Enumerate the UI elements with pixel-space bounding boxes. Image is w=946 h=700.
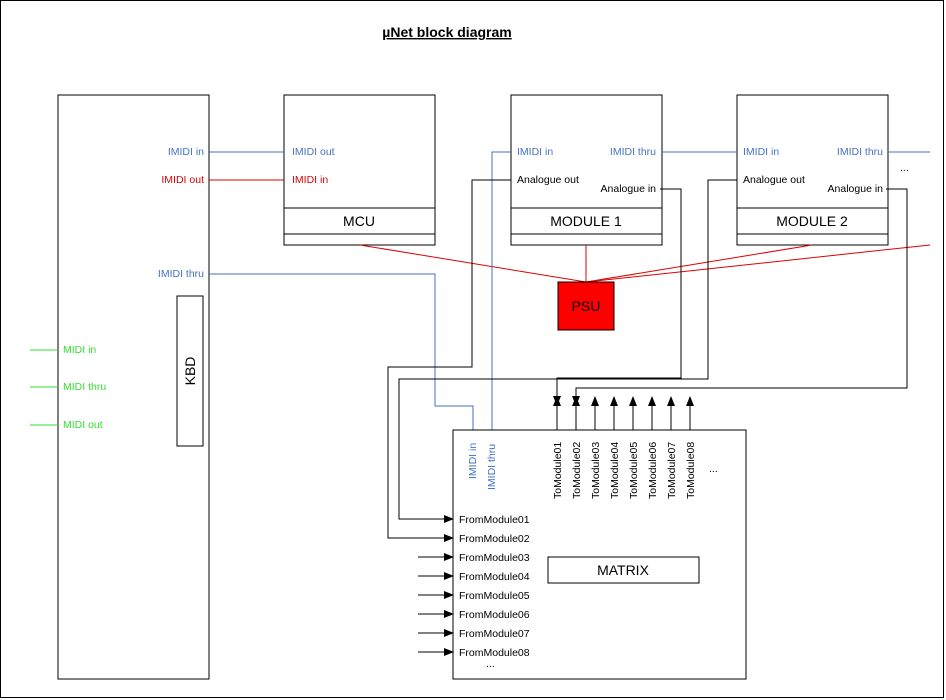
from-module03-label: FromModule03 [459, 552, 530, 564]
kbd-box [176, 295, 204, 447]
module2-analogue-out-label: Analogue out [743, 174, 805, 186]
module2-imidi-in-label: IMIDI in [743, 146, 779, 158]
matrix-imidi-in-label: IMIDI in [467, 443, 479, 479]
from-module02-label: FromModule02 [459, 533, 530, 545]
module1-label-box [510, 207, 663, 235]
from-module01-label: FromModule01 [459, 514, 530, 526]
to-module06-label: ToModule06 [647, 442, 659, 499]
power-line-more [585, 244, 931, 283]
midi-in-label: MIDI in [63, 344, 96, 356]
psu-label: PSU [572, 298, 601, 314]
module1-analogue-out-label: Analogue out [517, 174, 579, 186]
wire-m1-analogue-out [387, 179, 511, 542]
to-module04-label: ToModule04 [609, 442, 621, 499]
mcu-imidi-in-label: IMIDI in [292, 174, 328, 186]
module1-imidi-thru-label: IMIDI thru [610, 146, 656, 158]
module2-imidi-thru-label: IMIDI thru [837, 146, 883, 158]
wire-m1-analogue-in [553, 188, 682, 406]
to-module01-label: ToModule01 [552, 442, 564, 499]
kbd-imidi-out-label: IMIDI out [161, 174, 204, 186]
mcu-label-box [283, 207, 436, 235]
more-modules-ellipsis: ... [900, 162, 909, 174]
wire-imidi-matrix-thru-to-m1 [491, 151, 511, 430]
power-line-mcu [359, 244, 587, 283]
module1-label: MODULE 1 [550, 213, 622, 229]
to-module02-label: ToModule02 [571, 442, 583, 499]
matrix-imidi-thru-label: IMIDI thru [486, 444, 498, 490]
module2-label-box [736, 207, 889, 235]
kbd-label: KBD [182, 357, 198, 386]
diagram-title: µNet block diagram [382, 24, 511, 40]
to-module05-label: ToModule05 [628, 442, 640, 499]
from-module07-label: FromModule07 [459, 628, 530, 640]
wire-imidi-kbd-thru-to-matrix [209, 273, 474, 430]
module2-label: MODULE 2 [776, 213, 848, 229]
midi-out-label: MIDI out [63, 419, 103, 431]
mcu-imidi-out-label: IMIDI out [292, 146, 335, 158]
psu-block [557, 281, 615, 331]
to-module-more: ... [709, 463, 718, 475]
midi-thru-label: MIDI thru [63, 381, 106, 393]
matrix-block [452, 429, 747, 680]
wire-m2-analogue-in [572, 188, 908, 406]
from-module06-label: FromModule06 [459, 609, 530, 621]
kbd-imidi-in-label: IMIDI in [168, 146, 204, 158]
to-module08-label: ToModule08 [685, 442, 697, 499]
to-module03-label: ToModule03 [590, 442, 602, 499]
from-module04-label: FromModule04 [459, 571, 530, 583]
power-line-module2 [585, 244, 813, 283]
module1-analogue-in-label: Analogue in [601, 183, 657, 195]
wire-m2-analogue-out [398, 179, 737, 523]
to-module07-label: ToModule07 [666, 442, 678, 499]
from-module08-label: FromModule08 [459, 647, 530, 659]
from-module05-label: FromModule05 [459, 590, 530, 602]
module1-imidi-in-label: IMIDI in [517, 146, 553, 158]
kbd-imidi-thru-label: IMIDI thru [158, 268, 204, 280]
matrix-label-box [547, 556, 700, 584]
from-module-more: ... [486, 658, 495, 670]
mcu-label: MCU [343, 213, 375, 229]
module2-analogue-in-label: Analogue in [828, 183, 884, 195]
matrix-label: MATRIX [597, 562, 650, 578]
